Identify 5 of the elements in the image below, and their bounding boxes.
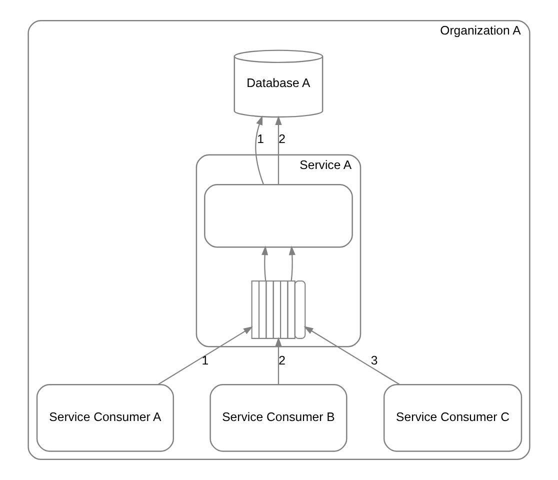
edge-label: 1: [202, 354, 209, 368]
edge-label: 3: [370, 354, 378, 368]
edge-label: 2: [278, 354, 286, 368]
edge-label: 2: [278, 132, 286, 146]
edge-label: 1: [257, 132, 264, 146]
